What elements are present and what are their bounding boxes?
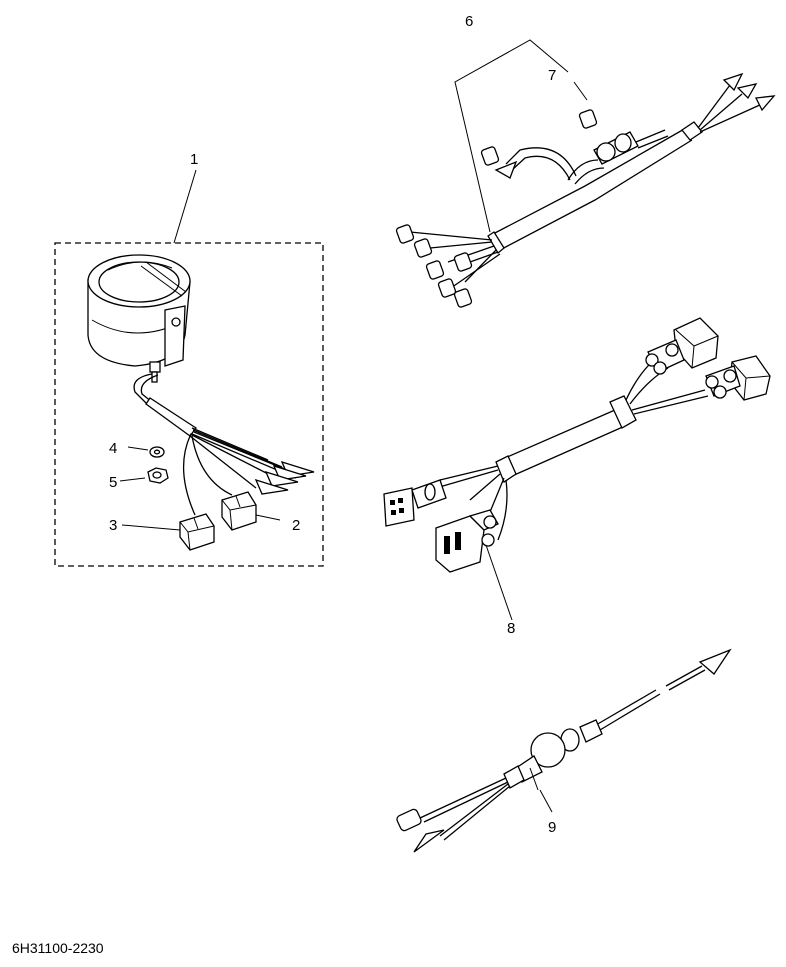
nut-5	[119, 467, 169, 484]
callout-8: 8	[507, 620, 515, 637]
connector-2	[221, 491, 281, 531]
assembly-boundary	[54, 242, 324, 567]
gauge-cable	[133, 373, 315, 516]
leader-1	[173, 169, 197, 244]
gauge-assembly: 1 2 3 4 5	[54, 151, 324, 567]
callout-9: 9	[548, 819, 556, 836]
diagram-code: 6H31100-2230	[12, 940, 104, 956]
connector-3	[121, 513, 215, 551]
wire-harness-6: 6 7	[395, 13, 776, 308]
callout-1: 1	[190, 151, 198, 168]
callout-5: 5	[109, 474, 117, 491]
wire-harness-8: 8	[383, 317, 771, 637]
callout-7: 7	[548, 67, 556, 84]
callout-2: 2	[292, 517, 300, 534]
gauge-meter	[87, 254, 191, 383]
sensor-lead-9: 9	[396, 648, 732, 853]
callout-6: 6	[465, 13, 473, 30]
callout-3: 3	[109, 517, 117, 534]
callout-4: 4	[109, 440, 117, 457]
washer-4	[127, 446, 165, 458]
